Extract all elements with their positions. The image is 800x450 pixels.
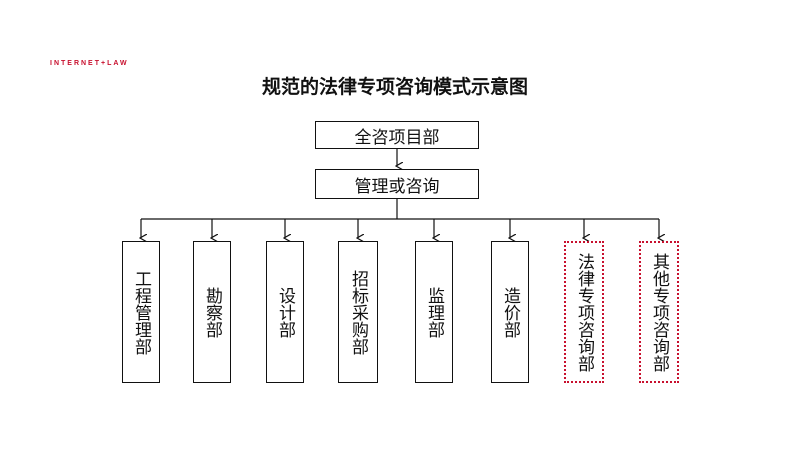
department-box: 勘察部 — [193, 241, 231, 383]
top-box: 全咨项目部 — [315, 121, 479, 149]
department-label: 招标采购部 — [348, 269, 368, 355]
department-box: 招标采购部 — [338, 241, 378, 383]
department-label: 工程管理部 — [131, 269, 151, 355]
brand-logo-text: INTERNET+LAW — [50, 60, 129, 67]
department-label: 法律专项咨询部 — [574, 252, 594, 372]
department-label: 设计部 — [275, 286, 295, 338]
department-label: 监理部 — [424, 286, 444, 338]
department-box: 其他专项咨询部 — [639, 241, 679, 383]
page-title: 规范的法律专项咨询模式示意图 — [261, 76, 528, 98]
department-label: 其他专项咨询部 — [649, 252, 669, 372]
department-box: 法律专项咨询部 — [564, 241, 604, 383]
middle-box: 管理或咨询 — [315, 169, 479, 199]
department-box: 监理部 — [415, 241, 453, 383]
department-box: 设计部 — [266, 241, 304, 383]
department-label: 勘察部 — [202, 286, 222, 338]
department-label: 造价部 — [500, 286, 520, 338]
department-box: 工程管理部 — [122, 241, 160, 383]
department-box: 造价部 — [491, 241, 529, 383]
